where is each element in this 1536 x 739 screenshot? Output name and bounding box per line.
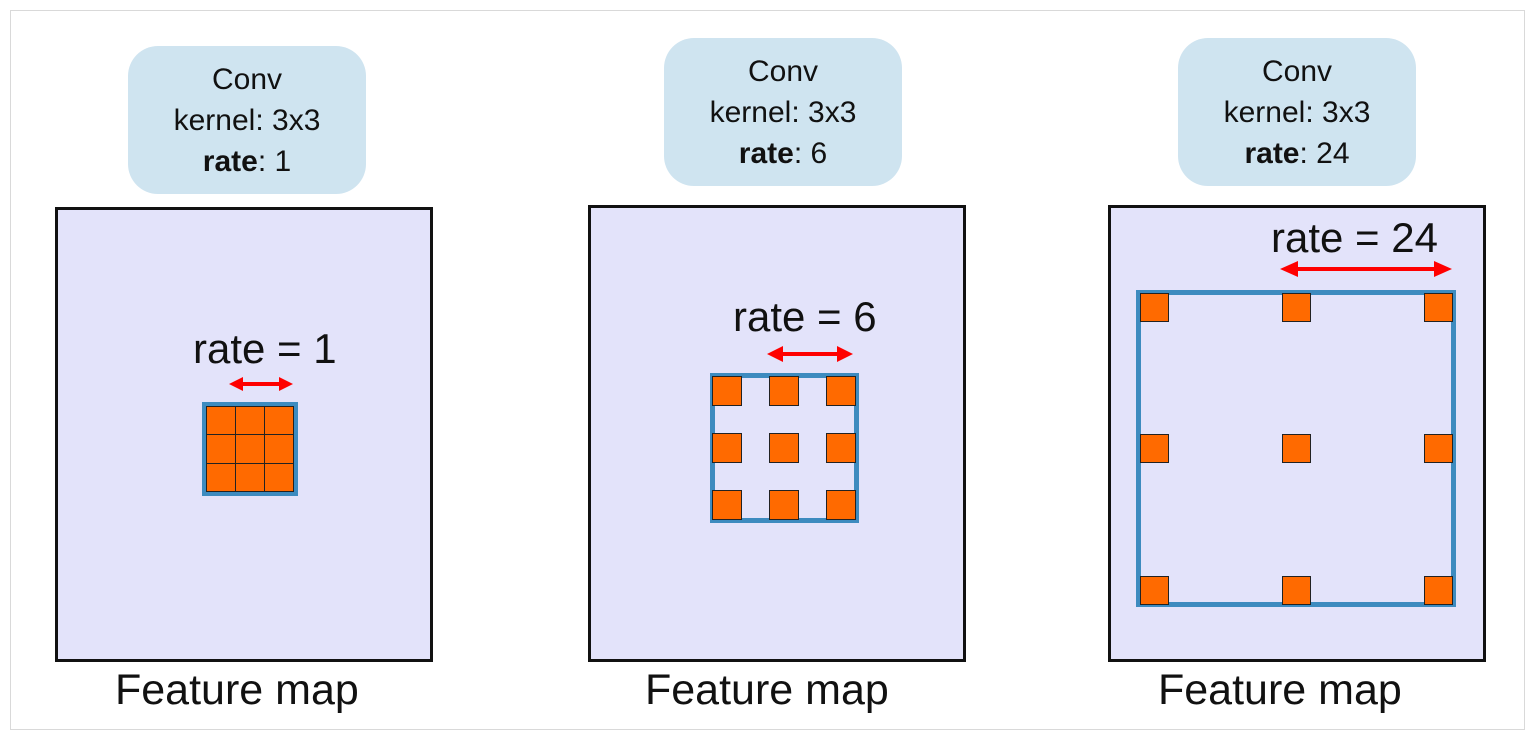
kernel-tap [1140,434,1169,463]
kernel-tap [769,376,799,406]
rate-line: rate: 1 [128,141,366,182]
conv-label-box: Conv kernel: 3x3 rate: 6 [664,38,902,186]
conv-title: Conv [747,55,819,88]
kernel-tap [235,434,265,464]
kernel-label: kernel: 3x3 [173,104,321,137]
kernel-tap [769,490,799,520]
kernel-label: kernel: 3x3 [1223,96,1371,129]
rate-key: rate [1244,137,1300,170]
kernel-tap [206,434,236,464]
kernel-tap [712,490,742,520]
kernel-tap [712,376,742,406]
rate-value: : 1 [257,145,292,178]
feature-map [1108,205,1486,662]
kernel-tap [235,463,265,492]
kernel-tap [264,406,294,435]
conv-title: Conv [1261,55,1333,88]
rate-annotation: rate = 24 [1271,214,1438,261]
kernel-tap [1282,576,1311,605]
dilation-arrow [767,346,853,362]
kernel-tap [1424,576,1453,605]
dilation-arrow [229,377,293,391]
kernel-tap [1282,434,1311,463]
rate-value: : 6 [793,137,828,170]
rate-key: rate [738,137,794,170]
kernel-tap [1140,576,1169,605]
kernel-tap [206,406,236,435]
conv-label-box: Conv kernel: 3x3 rate: 24 [1178,38,1416,186]
kernel-tap [235,406,265,435]
kernel-tap [1140,293,1169,322]
kernel-label: kernel: 3x3 [709,96,857,129]
rate-line: rate: 24 [1178,133,1416,174]
kernel-tap [1424,434,1453,463]
kernel-tap [1282,293,1311,322]
kernel-tap [712,433,742,463]
rate-line: rate: 6 [664,133,902,174]
kernel-tap [826,376,856,406]
rate-key: rate [202,145,258,178]
filter-outline [202,402,298,496]
rate-annotation: rate = 1 [193,325,337,372]
kernel-tap [826,490,856,520]
conv-title: Conv [211,63,283,96]
figure-frame [10,10,1525,730]
kernel-tap [206,463,236,492]
conv-label-box: Conv kernel: 3x3 rate: 1 [128,46,366,194]
feature-map-caption: Feature map [1158,666,1402,714]
rate-value: : 24 [1299,137,1350,170]
rate-annotation: rate = 6 [733,293,877,340]
kernel-tap [769,433,799,463]
feature-map-caption: Feature map [115,666,359,714]
kernel-tap [826,433,856,463]
dilation-arrow [1280,261,1452,277]
feature-map-caption: Feature map [645,666,889,714]
kernel-tap [264,463,294,492]
kernel-tap [264,434,294,464]
kernel-tap [1424,293,1453,322]
